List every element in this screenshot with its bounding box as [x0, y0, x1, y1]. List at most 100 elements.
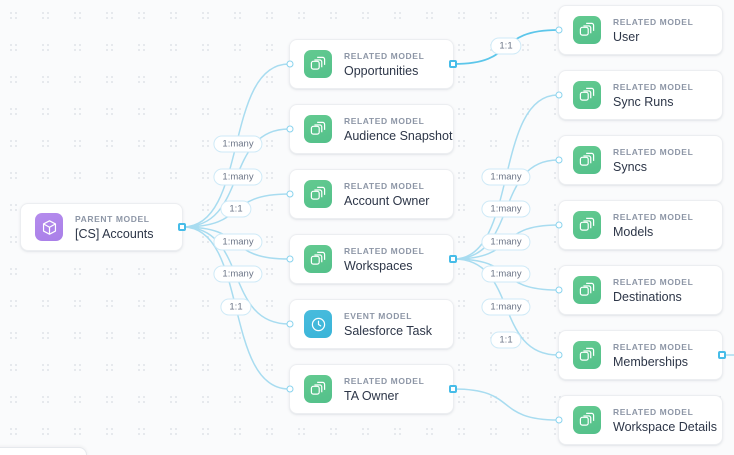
relationship-badge[interactable]: 1:many — [481, 168, 531, 186]
port-left-sync-runs[interactable] — [555, 91, 563, 99]
port-right-workspaces[interactable] — [449, 255, 457, 263]
relationship-badge[interactable]: 1:1 — [220, 298, 252, 316]
port-left-salesforce-task[interactable] — [286, 320, 294, 328]
stacked-layers-icon — [304, 180, 332, 208]
port-left-workspace-details[interactable] — [555, 416, 563, 424]
node-text: RELATED MODEL TA Owner — [344, 375, 424, 404]
relationship-badge[interactable]: 1:many — [481, 200, 531, 218]
node-kind-label: EVENT MODEL — [344, 310, 412, 321]
node-kind-label: RELATED MODEL — [344, 180, 425, 191]
node-title-label: Models — [613, 224, 654, 239]
node-text: RELATED MODEL Workspaces — [344, 245, 424, 274]
node-title-label: Memberships — [613, 354, 689, 369]
node-models[interactable]: RELATED MODEL Models — [555, 200, 723, 250]
node-sync-runs[interactable]: RELATED MODEL Sync Runs — [555, 70, 723, 120]
port-right-ta-owner[interactable] — [449, 385, 457, 393]
node-title-label: Opportunities — [344, 63, 419, 78]
node-title-label: Account Owner — [344, 193, 430, 208]
node-memberships[interactable]: RELATED MODEL Memberships — [555, 330, 726, 380]
stacked-layers-icon — [573, 341, 601, 369]
node-title-label: Workspace Details — [613, 419, 717, 434]
node-kind-label: RELATED MODEL — [613, 16, 694, 27]
node-title-label: TA Owner — [344, 388, 399, 403]
graph-edge[interactable] — [453, 388, 559, 421]
node-ta-owner[interactable]: RELATED MODEL TA Owner — [286, 364, 457, 414]
port-left-memberships[interactable] — [555, 351, 563, 359]
port-left-ta-owner[interactable] — [286, 385, 294, 393]
stacked-layers-icon — [573, 146, 601, 174]
clock-icon — [304, 310, 332, 338]
node-title-label: Workspaces — [344, 258, 413, 273]
node-title-label: Audience Snapshot — [344, 128, 453, 143]
node-parent-model[interactable]: PARENT MODEL [CS] Accounts — [20, 203, 186, 251]
node-workspaces[interactable]: RELATED MODEL Workspaces — [286, 234, 457, 284]
node-kind-label: RELATED MODEL — [344, 115, 425, 126]
cube-icon — [35, 213, 63, 241]
node-kind-label: RELATED MODEL — [613, 406, 694, 417]
node-kind-label: RELATED MODEL — [613, 276, 694, 287]
port-left-workspaces[interactable] — [286, 255, 294, 263]
relationship-badge[interactable]: 1:many — [213, 168, 263, 186]
relationship-badge[interactable]: 1:1 — [490, 331, 522, 349]
port-right-parent-model[interactable] — [178, 223, 186, 231]
relationship-badge[interactable]: 1:many — [213, 233, 263, 251]
port-left-models[interactable] — [555, 221, 563, 229]
node-syncs[interactable]: RELATED MODEL Syncs — [555, 135, 723, 185]
port-right-opportunities[interactable] — [449, 60, 457, 68]
stacked-layers-icon — [304, 50, 332, 78]
stacked-layers-icon — [304, 115, 332, 143]
node-kind-label: RELATED MODEL — [344, 245, 425, 256]
node-title-label: Destinations — [613, 289, 682, 304]
relationship-badge[interactable]: 1:many — [213, 135, 263, 153]
port-left-audience-snapshot[interactable] — [286, 125, 294, 133]
node-text: RELATED MODEL Memberships — [613, 341, 693, 370]
port-left-account-owner[interactable] — [286, 190, 294, 198]
node-kind-label: RELATED MODEL — [613, 341, 694, 352]
relationship-badge[interactable]: 1:many — [213, 265, 263, 283]
port-left-opportunities[interactable] — [286, 60, 294, 68]
node-salesforce-task[interactable]: EVENT MODEL Salesforce Task — [286, 299, 454, 349]
relationship-badge[interactable]: 1:many — [481, 233, 531, 251]
node-text: RELATED MODEL Models — [613, 211, 693, 240]
port-left-syncs[interactable] — [555, 156, 563, 164]
node-title-label: Sync Runs — [613, 94, 674, 109]
node-text: RELATED MODEL Account Owner — [344, 180, 429, 209]
node-destinations[interactable]: RELATED MODEL Destinations — [555, 265, 723, 315]
node-text: RELATED MODEL Sync Runs — [613, 81, 693, 110]
relationship-badge[interactable]: 1:many — [481, 298, 531, 316]
stacked-layers-icon — [304, 375, 332, 403]
node-text: PARENT MODEL [CS] Accounts — [75, 213, 154, 242]
stacked-layers-icon — [573, 16, 601, 44]
relationship-badge[interactable]: 1:1 — [490, 37, 522, 55]
node-kind-label: RELATED MODEL — [344, 375, 425, 386]
node-text: RELATED MODEL Destinations — [613, 276, 693, 305]
node-title-label: Salesforce Task — [344, 323, 433, 338]
node-audience-snapshot[interactable]: RELATED MODEL Audience Snapshot — [286, 104, 454, 154]
node-text: EVENT MODEL Salesforce Task — [344, 310, 432, 339]
bottom-left-panel[interactable] — [0, 447, 87, 455]
port-left-destinations[interactable] — [555, 286, 563, 294]
relationship-badge[interactable]: 1:1 — [220, 200, 252, 218]
stacked-layers-icon — [573, 276, 601, 304]
stacked-layers-icon — [573, 211, 601, 239]
node-title-label: Syncs — [613, 159, 648, 174]
stacked-layers-icon — [304, 245, 332, 273]
node-kind-label: RELATED MODEL — [613, 81, 694, 92]
node-title-label: [CS] Accounts — [75, 226, 154, 241]
node-kind-label: RELATED MODEL — [613, 211, 694, 222]
node-workspace-details[interactable]: RELATED MODEL Workspace Details — [555, 395, 723, 445]
port-right-memberships[interactable] — [718, 351, 726, 359]
port-left-user[interactable] — [555, 26, 563, 34]
node-account-owner[interactable]: RELATED MODEL Account Owner — [286, 169, 454, 219]
node-text: RELATED MODEL Syncs — [613, 146, 693, 175]
stacked-layers-icon — [573, 81, 601, 109]
node-kind-label: PARENT MODEL — [75, 213, 150, 224]
relationship-badge[interactable]: 1:many — [481, 265, 531, 283]
node-kind-label: RELATED MODEL — [613, 146, 694, 157]
stacked-layers-icon — [573, 406, 601, 434]
